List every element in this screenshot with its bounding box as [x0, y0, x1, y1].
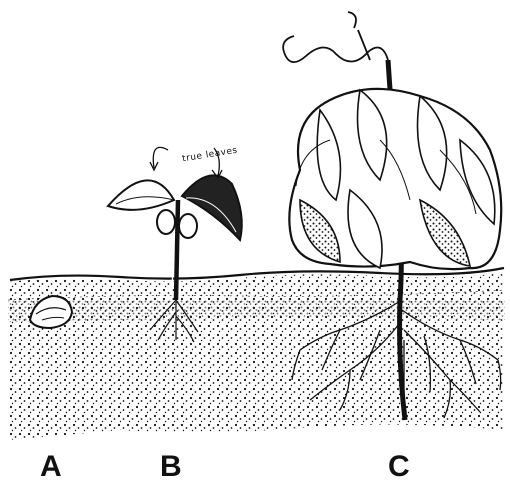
stage-label-b: B — [160, 452, 182, 482]
stage-label-c: C — [388, 452, 410, 482]
stage-label-a: A — [40, 452, 62, 482]
soil — [8, 268, 505, 440]
